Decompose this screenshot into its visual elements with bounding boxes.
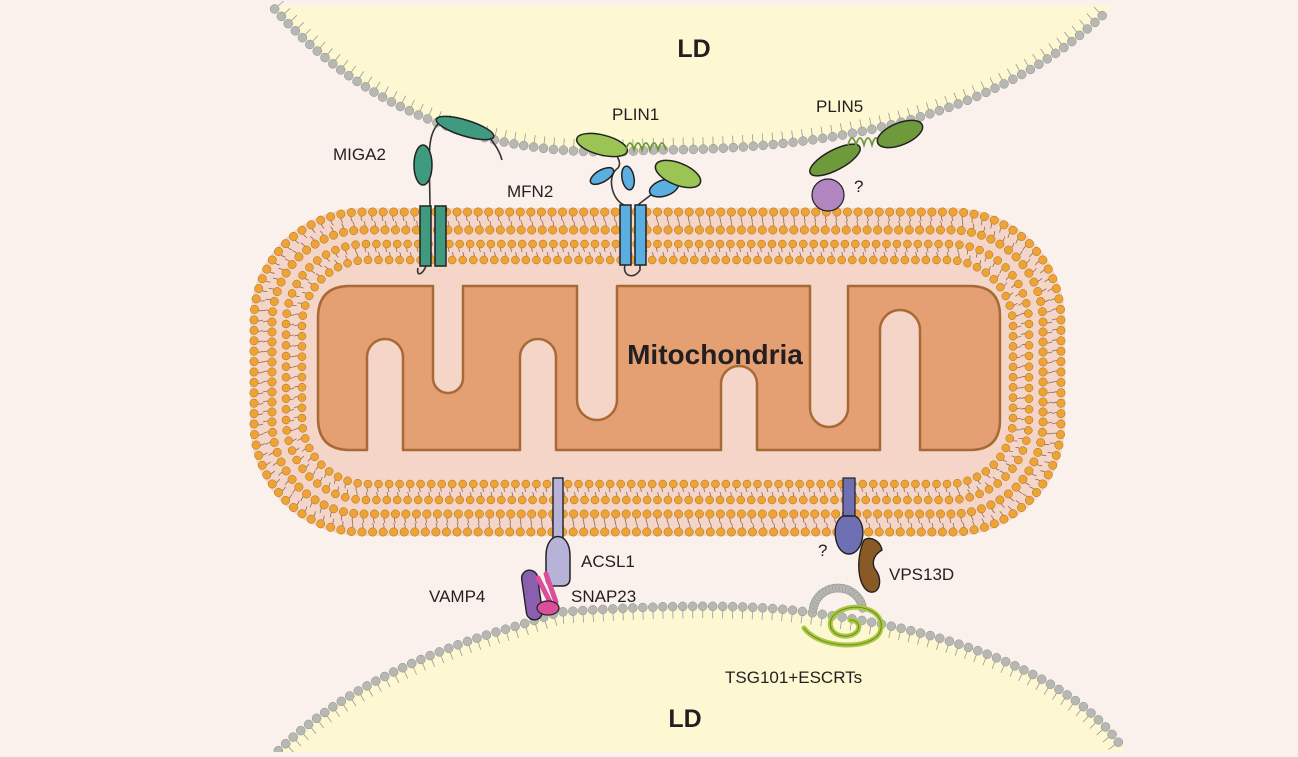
lipid-droplet-top bbox=[272, 6, 1112, 152]
vamp4-label: VAMP4 bbox=[429, 587, 485, 606]
plin1-protein bbox=[575, 132, 702, 189]
plin1-label: PLIN1 bbox=[612, 105, 659, 124]
mitochondrial-matrix bbox=[316, 284, 1002, 452]
vps13d-unknown-label: ? bbox=[818, 541, 827, 560]
ld-top-label: LD bbox=[677, 35, 710, 63]
tsg101-escrt-spiral bbox=[801, 604, 884, 648]
unknown-protein-plin5-partner bbox=[811, 178, 845, 212]
miga2-protein bbox=[413, 115, 503, 275]
mfn2-label: MFN2 bbox=[507, 182, 553, 201]
vps13d-label: VPS13D bbox=[889, 565, 954, 584]
lipid-droplet-bottom-membrane bbox=[273, 601, 1124, 757]
miga2-label: MIGA2 bbox=[333, 145, 386, 164]
snap23-label: SNAP23 bbox=[571, 587, 636, 606]
plin5-label: PLIN5 bbox=[816, 97, 863, 116]
vps13d-complex bbox=[834, 477, 883, 593]
mitochondrial-membranes bbox=[249, 207, 1066, 537]
plin5-unknown-label: ? bbox=[854, 177, 863, 196]
acsl1-snap23-vamp4-complex bbox=[520, 477, 571, 621]
plin5-protein bbox=[809, 119, 924, 212]
mitochondria-label: Mitochondria bbox=[627, 339, 803, 370]
acsl1-label: ACSL1 bbox=[581, 552, 635, 571]
ld-bottom-label: LD bbox=[668, 705, 701, 733]
escrt-label: TSG101+ESCRTs bbox=[725, 668, 862, 687]
